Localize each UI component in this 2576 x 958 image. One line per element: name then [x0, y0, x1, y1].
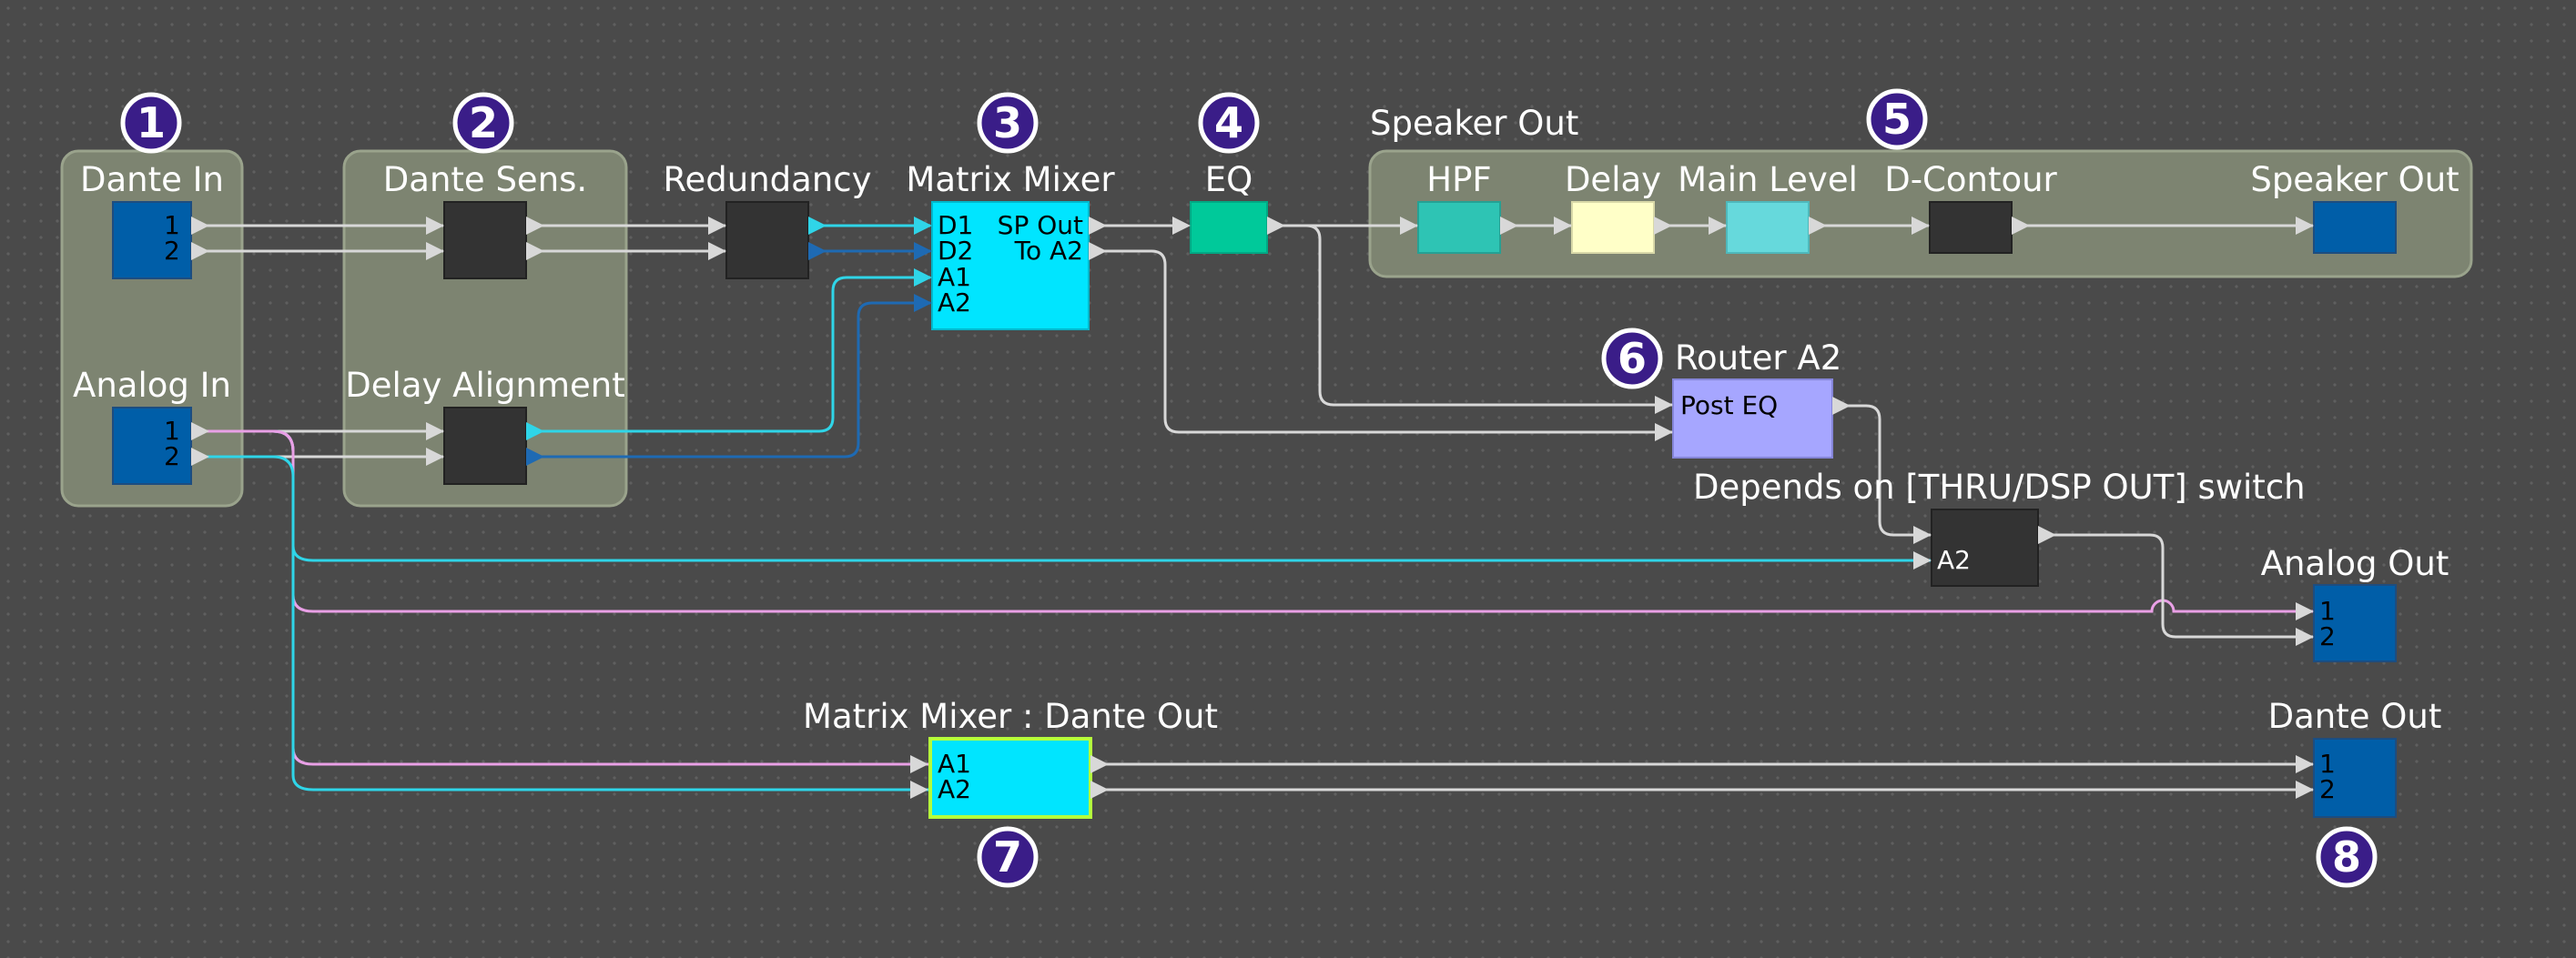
d-contour-block[interactable] [1929, 201, 2013, 254]
svg-text:3: 3 [993, 98, 1022, 147]
matrix-input-arrows [526, 217, 932, 466]
analog-out-port-1: 1 [2319, 596, 2336, 626]
dante-out-title: Dante Out [2268, 697, 2442, 736]
matrix-port-d1: D1 [938, 210, 973, 240]
svg-text:2: 2 [469, 98, 498, 147]
d-contour-title: D-Contour [1884, 160, 2057, 199]
matrix-port-a1: A1 [938, 262, 971, 292]
marker-1: 1 [120, 92, 182, 154]
delay-block[interactable] [1571, 201, 1655, 254]
speaker-out-block[interactable] [2313, 201, 2397, 254]
marker-6: 6 [1601, 328, 1663, 389]
matrix-port-d2: D2 [938, 236, 973, 266]
analog-in-block[interactable] [112, 407, 192, 485]
marker-7: 7 [977, 826, 1039, 888]
svg-text:6: 6 [1618, 334, 1647, 383]
matrix-port-a2: A2 [938, 287, 971, 318]
delay-alignment-block[interactable] [443, 407, 527, 485]
main-level-block[interactable] [1726, 201, 1810, 254]
switch-note: Depends on [THRU/DSP OUT] switch [1693, 468, 2306, 507]
marker-8: 8 [2316, 826, 2378, 888]
router-a2-title: Router A2 [1675, 338, 1841, 378]
matrix-mixer-block[interactable] [931, 201, 1090, 330]
switch-port-a2: A2 [1937, 545, 1971, 575]
matrix-dante-out-port-a1: A1 [938, 749, 971, 779]
eq-block[interactable] [1190, 201, 1268, 254]
dante-in-port-2: 2 [164, 236, 180, 266]
delay-alignment-title: Delay Alignment [345, 366, 624, 405]
svg-text:7: 7 [993, 832, 1022, 882]
dante-out-port-1: 1 [2319, 749, 2336, 779]
router-a2-block[interactable] [1672, 378, 1833, 459]
matrix-port-sp-out: SP Out [998, 210, 1083, 240]
analog-in-port-2: 2 [164, 441, 180, 471]
analog-in-port-1: 1 [164, 416, 180, 446]
matrix-mixer-title: Matrix Mixer [906, 160, 1115, 199]
redundancy-block[interactable] [725, 201, 809, 279]
analog-out-block[interactable] [2313, 584, 2397, 662]
hpf-block[interactable] [1417, 201, 1501, 254]
eq-title: EQ [1205, 160, 1253, 199]
analog-out-port-2: 2 [2319, 621, 2336, 651]
hpf-title: HPF [1426, 160, 1491, 199]
main-level-title: Main Level [1678, 160, 1858, 199]
svg-text:8: 8 [2332, 832, 2361, 882]
delay-title: Delay [1565, 160, 1661, 199]
dante-sens-block[interactable] [443, 201, 527, 279]
analog-out-title: Analog Out [2261, 544, 2449, 583]
port-arrows [191, 217, 2314, 799]
svg-text:1: 1 [137, 98, 166, 147]
speaker-out-title: Speaker Out [2250, 160, 2459, 199]
dante-in-title: Dante In [80, 160, 224, 199]
dante-out-port-2: 2 [2319, 774, 2336, 804]
matrix-dante-out-port-a2: A2 [938, 774, 971, 804]
router-post-eq-label: Post EQ [1680, 390, 1778, 420]
matrix-dante-out-block[interactable] [928, 737, 1092, 819]
analog-in-title: Analog In [73, 366, 231, 405]
thru-dsp-switch-block[interactable] [1931, 509, 2039, 587]
matrix-port-to-a2: To A2 [1014, 236, 1083, 266]
dante-sens-title: Dante Sens. [383, 160, 587, 199]
dante-in-port-1: 1 [164, 210, 180, 240]
svg-text:5: 5 [1882, 95, 1912, 144]
redundancy-title: Redundancy [663, 160, 871, 199]
dante-out-block[interactable] [2313, 738, 2397, 818]
marker-3: 3 [977, 92, 1039, 154]
marker-4: 4 [1198, 92, 1260, 154]
marker-2: 2 [452, 92, 514, 154]
svg-text:4: 4 [1214, 98, 1243, 147]
dante-in-block[interactable] [112, 201, 192, 279]
speaker-out-group-title: Speaker Out [1370, 104, 1578, 143]
marker-5: 5 [1866, 88, 1928, 150]
matrix-dante-out-title: Matrix Mixer : Dante Out [803, 697, 1218, 736]
